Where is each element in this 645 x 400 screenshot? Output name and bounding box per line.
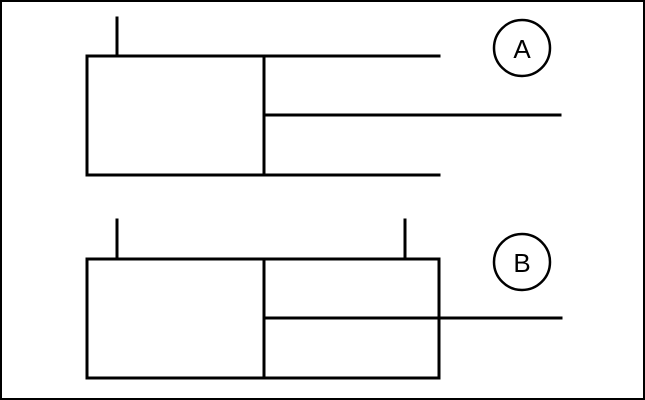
figure-b-label: B: [513, 248, 530, 278]
figure-b-label-circle: [492, 232, 552, 292]
figure-a-label-circle: [492, 18, 552, 78]
figure-a-label: A: [513, 34, 531, 64]
